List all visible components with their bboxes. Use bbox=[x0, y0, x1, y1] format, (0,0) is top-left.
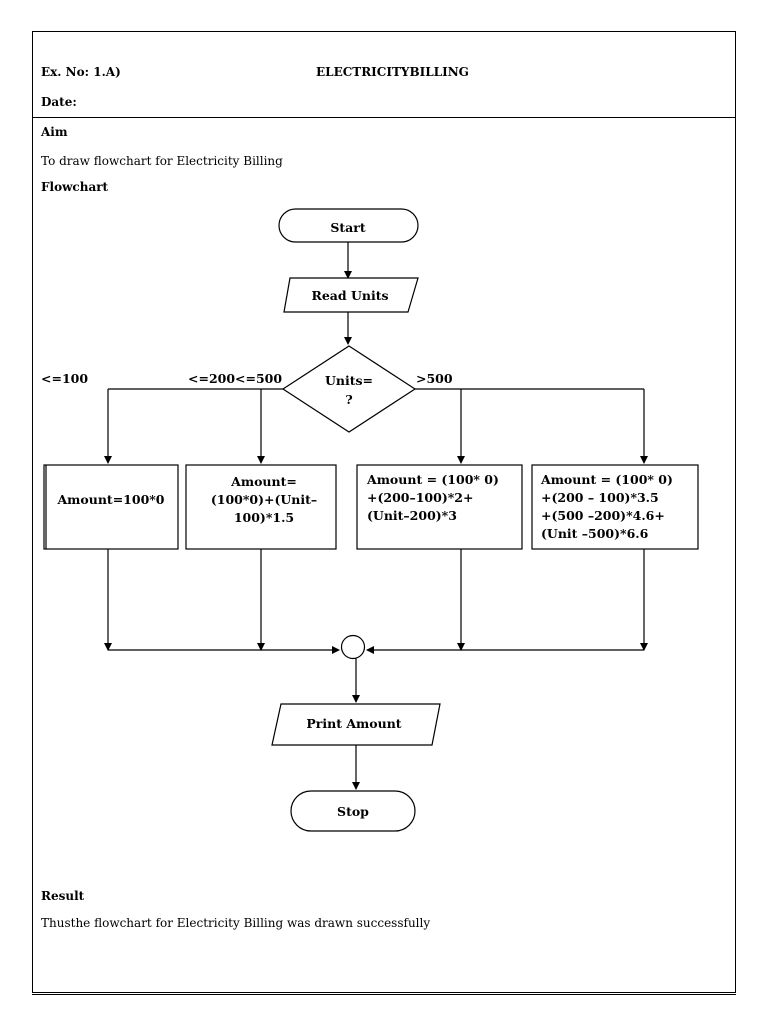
aim-text: To draw flowchart for Electricity Billin… bbox=[41, 154, 283, 168]
aim-heading: Aim bbox=[41, 125, 68, 139]
process-box-1 bbox=[43, 464, 179, 550]
process-box-3 bbox=[356, 464, 523, 550]
date-label: Date: bbox=[41, 95, 77, 109]
decision-label-line1: Units= bbox=[325, 373, 373, 388]
flowchart-heading: Flowchart bbox=[41, 180, 109, 194]
process-box-2 bbox=[185, 464, 337, 550]
box3-line1: Amount = (100* 0) bbox=[366, 472, 499, 487]
box3-line3: (Unit–200)*3 bbox=[367, 508, 457, 523]
result-text: Thusthe flowchart for Electricity Billin… bbox=[41, 916, 431, 930]
result-heading: Result bbox=[41, 889, 85, 903]
box2-line3: 100)*1.5 bbox=[234, 510, 294, 525]
box2-line1: Amount= bbox=[230, 474, 297, 489]
box4-line1: Amount = (100* 0) bbox=[540, 472, 673, 487]
junction-connector bbox=[340, 634, 366, 660]
branch-label-gt500: >500 bbox=[416, 371, 453, 386]
stop-label: Stop bbox=[337, 804, 369, 819]
decision-label-line2: ? bbox=[345, 392, 352, 407]
box4-line3: +(500 –200)*4.6+ bbox=[541, 508, 665, 523]
document-page bbox=[32, 31, 736, 995]
process-box-4 bbox=[531, 464, 699, 550]
exercise-number: Ex. No: 1.A) bbox=[41, 65, 121, 79]
box4-line2: +(200 – 100)*3.5 bbox=[541, 490, 659, 505]
branch-label-lte200-lte500: <=200<=500 bbox=[188, 371, 282, 386]
start-label: Start bbox=[330, 220, 365, 235]
branch-label-lte100: <=100 bbox=[41, 371, 88, 386]
units-decision bbox=[281, 345, 417, 433]
box3-line2: +(200–100)*2+ bbox=[367, 490, 473, 505]
read-units-io bbox=[283, 277, 419, 313]
box1-line1: Amount=100*0 bbox=[56, 492, 164, 507]
print-amount-label: Print Amount bbox=[306, 716, 401, 731]
header-divider bbox=[32, 117, 736, 118]
read-units-label: Read Units bbox=[311, 288, 388, 303]
print-amount-io bbox=[271, 703, 441, 746]
box2-line2: (100*0)+(Unit– bbox=[211, 492, 317, 507]
stop-terminator bbox=[290, 790, 416, 832]
document-title: ELECTRICITYBILLING bbox=[316, 65, 469, 79]
box4-line4: (Unit –500)*6.6 bbox=[541, 526, 649, 541]
